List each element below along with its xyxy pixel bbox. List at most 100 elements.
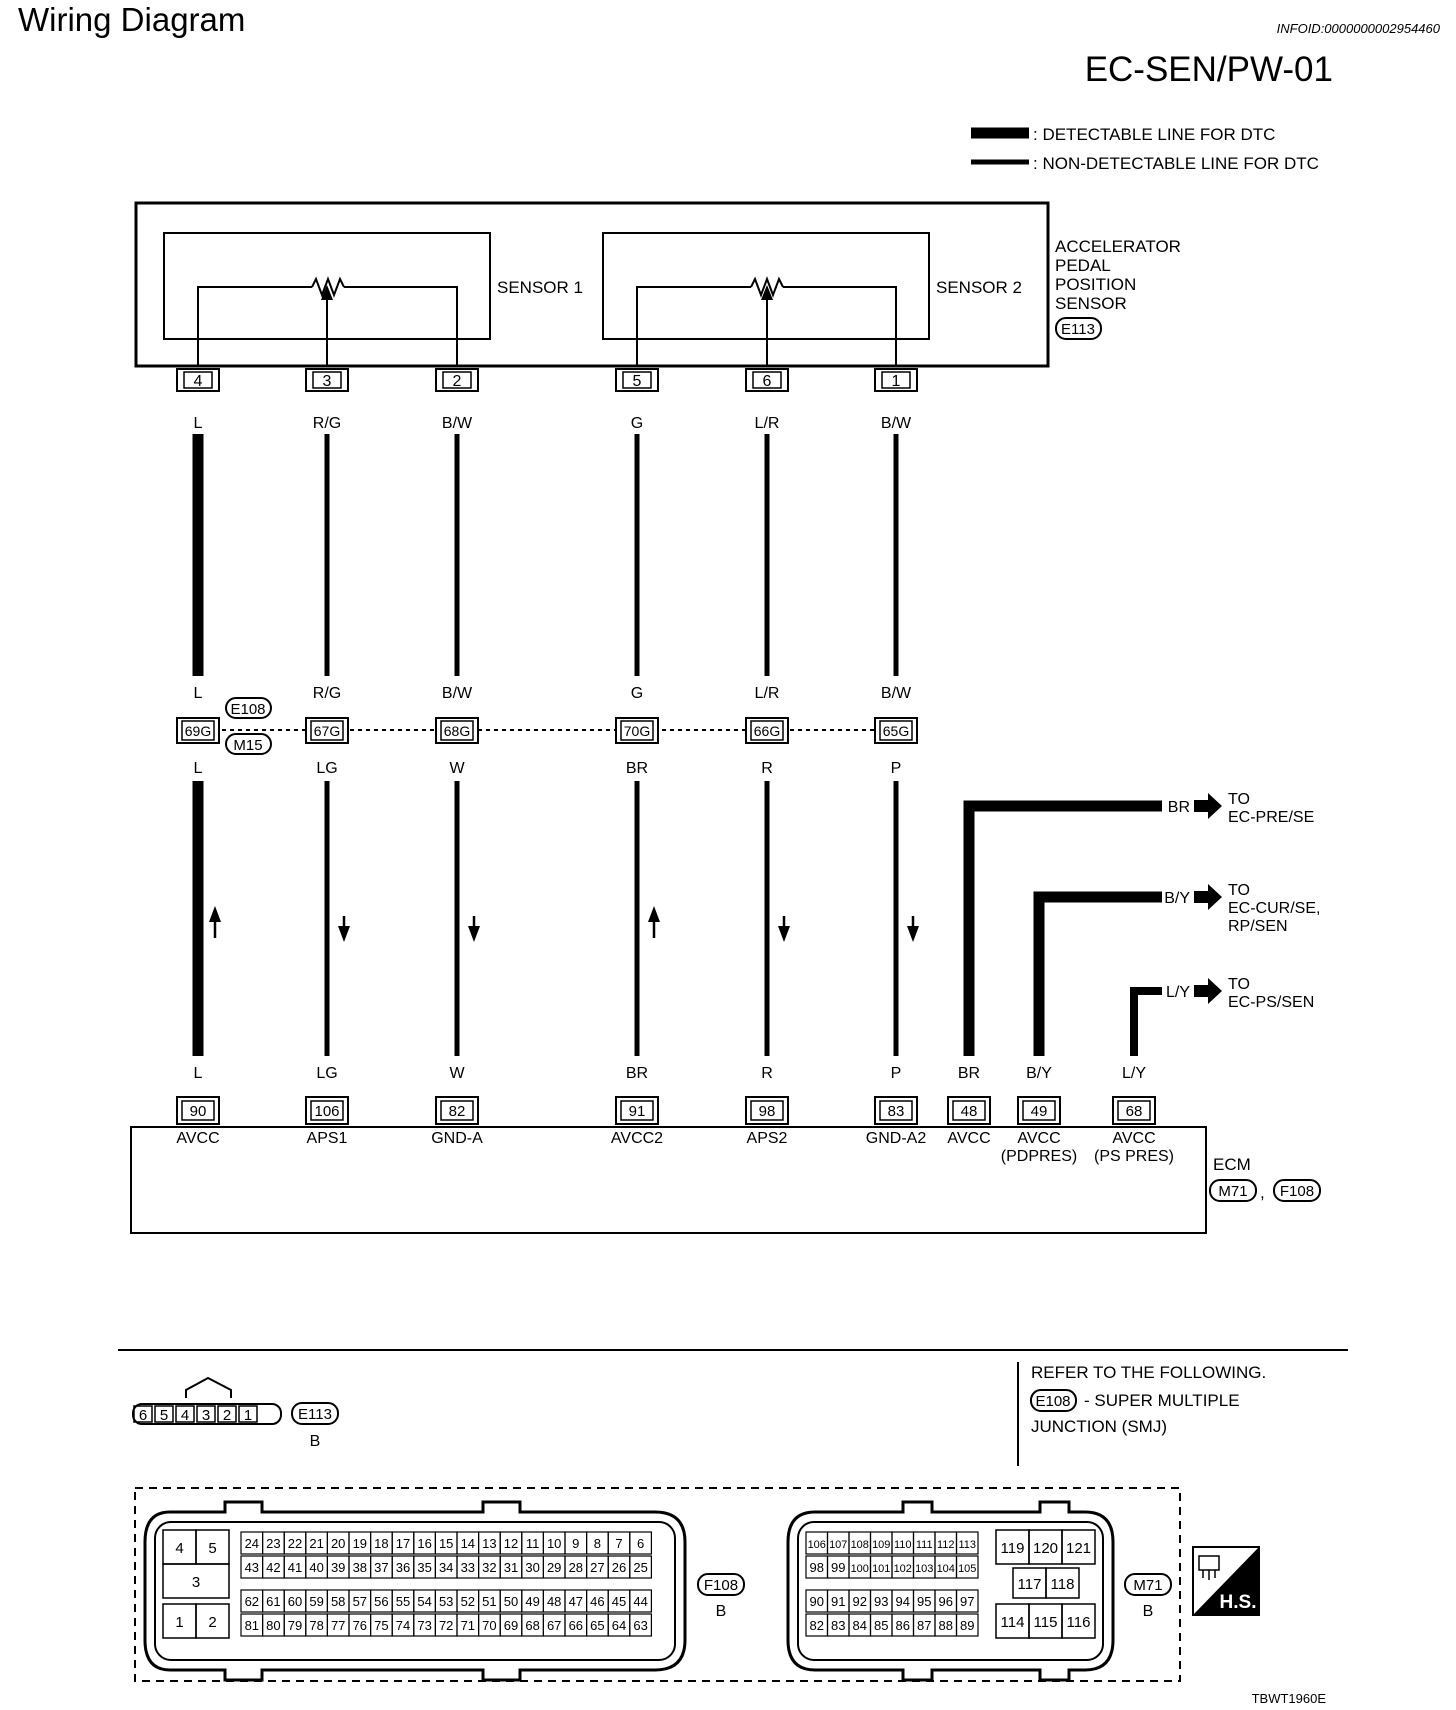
f108-pin-cell bbox=[629, 1531, 652, 1555]
connector-faces-frame bbox=[134, 1487, 1181, 1682]
m71-badge bbox=[1124, 1573, 1172, 1596]
ecm-terminal-label: APS2 bbox=[747, 1130, 788, 1147]
branch-wire bbox=[963, 800, 1162, 1056]
e113-pin-number: 1 bbox=[244, 1407, 252, 1424]
smj-pin-number: 68G bbox=[444, 723, 470, 739]
to-arrow-icon bbox=[1194, 793, 1222, 819]
f108-pin-number: 33 bbox=[461, 1560, 475, 1575]
sensor-pin-box bbox=[305, 368, 349, 392]
upper-wire-color: B/W bbox=[881, 415, 912, 432]
f108-pin-number: 59 bbox=[309, 1594, 323, 1609]
ecm-terminal-label: APS1 bbox=[307, 1130, 348, 1147]
wires-layer: 4LL69GLL90AVCC3R/GR/G67GLGLG106APS12B/WB… bbox=[176, 368, 926, 1147]
f108-pin-number: 9 bbox=[572, 1536, 579, 1551]
lower-wire-color: W bbox=[449, 760, 465, 777]
ecm-terminal-label: (PS PRES) bbox=[1094, 1148, 1174, 1165]
f108-pin-number: 54 bbox=[417, 1594, 431, 1609]
f108-pin-number: 77 bbox=[331, 1618, 345, 1633]
m71-pin-cell bbox=[955, 1531, 979, 1555]
branch-destination-line: EC-PRE/SE bbox=[1228, 809, 1314, 826]
m71-pin-number: 82 bbox=[810, 1618, 824, 1633]
sensor-pin-inner bbox=[183, 371, 213, 389]
e113-connector-label: E113 bbox=[298, 1406, 332, 1423]
e113-pin-number: 5 bbox=[160, 1407, 168, 1424]
f108-pin-number: 46 bbox=[590, 1594, 604, 1609]
smj-pin-box bbox=[176, 717, 220, 744]
f108-pin-number: 42 bbox=[266, 1560, 280, 1575]
upper-wire-color-smj: R/G bbox=[313, 685, 341, 702]
smj-pin-inner bbox=[181, 720, 215, 741]
sensor-pin-inner bbox=[312, 371, 342, 389]
f108-pin-number: 40 bbox=[309, 1560, 323, 1575]
f108-pin-number: 62 bbox=[245, 1594, 259, 1609]
harness-side-icon: H.S. bbox=[1192, 1546, 1260, 1616]
lower-wire-color: BR bbox=[626, 760, 648, 777]
lower-wire-color: P bbox=[891, 760, 902, 777]
ecm-wire-color: B/Y bbox=[1026, 1065, 1052, 1082]
f108-pin-number: 48 bbox=[547, 1594, 561, 1609]
ecm-terminal-label: (PDPRES) bbox=[1001, 1148, 1077, 1165]
lower-wire-color: R bbox=[761, 760, 773, 777]
f108-pin-number: 47 bbox=[569, 1594, 583, 1609]
f108-pin-cell bbox=[162, 1563, 230, 1599]
page-title: Wiring Diagram bbox=[18, 1, 245, 38]
sensor-pin-inner bbox=[622, 371, 652, 389]
ecm-pin-number: 83 bbox=[888, 1103, 905, 1120]
m71-pin-number: 88 bbox=[939, 1618, 953, 1633]
e113-pin-cell bbox=[154, 1405, 174, 1423]
f108-pin-number: 29 bbox=[547, 1560, 561, 1575]
f108-pin-number: 30 bbox=[525, 1560, 539, 1575]
ecm-pin-number: 68 bbox=[1126, 1103, 1143, 1120]
m71-pin-number: 99 bbox=[831, 1560, 845, 1575]
m71-pin-number: 114 bbox=[1001, 1614, 1025, 1631]
refer-e108-badge bbox=[1030, 1389, 1077, 1412]
info-id: INFOID:0000000002954460 bbox=[1277, 21, 1441, 36]
m71-pin-number: 89 bbox=[960, 1618, 974, 1633]
ecm-connector-separator: , bbox=[1260, 1183, 1265, 1202]
e113-pin-cell bbox=[133, 1405, 153, 1423]
upper-wire-color-smj: B/W bbox=[881, 685, 912, 702]
ecm-pin-inner bbox=[620, 1100, 654, 1121]
flow-down-arrow bbox=[338, 926, 350, 942]
sensor-connector-id: E113 bbox=[1061, 321, 1095, 338]
f108-pin-number: 20 bbox=[331, 1536, 345, 1551]
m71-pin-number: 101 bbox=[872, 1563, 890, 1575]
e113-pin-cell bbox=[238, 1405, 258, 1423]
ecm-pin-inner bbox=[440, 1100, 474, 1121]
f108-pin-number: 8 bbox=[594, 1536, 601, 1551]
branch-wire bbox=[1130, 987, 1162, 1056]
ecm-wire-color: BR bbox=[958, 1065, 980, 1082]
m71-pin-number: 95 bbox=[917, 1594, 931, 1609]
flow-up-arrow bbox=[209, 906, 221, 922]
f108-pin-number: 67 bbox=[547, 1618, 561, 1633]
m71-pin-number: 84 bbox=[853, 1618, 867, 1633]
f108-pin-number: 21 bbox=[309, 1536, 323, 1551]
sensor-housing bbox=[134, 201, 1050, 368]
smj-pin-number: 67G bbox=[314, 723, 340, 739]
f108-pin-number: 73 bbox=[417, 1618, 431, 1633]
sensor-1-circuit bbox=[197, 286, 312, 366]
m71-pin-cell bbox=[1061, 1529, 1096, 1565]
f108-pin-number: 17 bbox=[396, 1536, 410, 1551]
f108-pin-number: 2 bbox=[208, 1614, 216, 1631]
ecm-wire-color: BR bbox=[626, 1065, 648, 1082]
f108-pin-number: 60 bbox=[288, 1594, 302, 1609]
m71-pin-number: 121 bbox=[1066, 1540, 1091, 1557]
branch-destination-line: EC-PS/SEN bbox=[1228, 994, 1314, 1011]
ecm-pin-number: 98 bbox=[759, 1103, 776, 1120]
branch-destination-line: EC-CUR/SE, bbox=[1228, 900, 1320, 917]
f108-pin-number: 34 bbox=[439, 1560, 453, 1575]
branch-destination-line: TO bbox=[1228, 791, 1250, 808]
sensor-2-zigzag bbox=[750, 276, 784, 298]
f108-pin-number: 75 bbox=[374, 1618, 388, 1633]
f108-pin-number: 52 bbox=[461, 1594, 475, 1609]
flow-down-arrow bbox=[778, 926, 790, 942]
smj-pin-number: 69G bbox=[185, 723, 211, 739]
